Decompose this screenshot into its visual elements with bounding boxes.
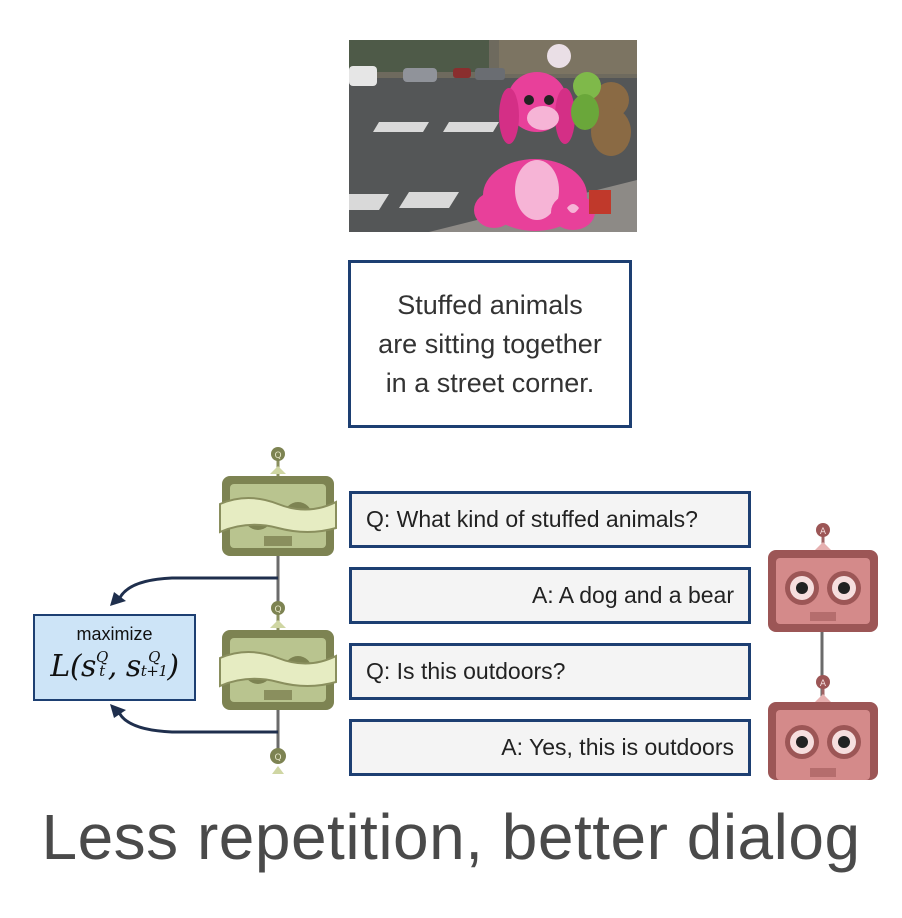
formula-comma: , s <box>107 649 141 684</box>
formula-sub-1: t <box>99 662 105 680</box>
svg-text:Q: Q <box>274 451 281 461</box>
formula-close: ) <box>167 649 179 684</box>
question-bot-badge-lower: Q <box>270 748 286 774</box>
formula-sup-2: Q <box>148 648 160 666</box>
objective-label: maximize <box>76 624 153 644</box>
image-caption-text: Stuffed animals are sitting together in … <box>378 289 602 398</box>
arrow-lower-head <box>110 704 126 718</box>
photo-stuffed-animals <box>349 40 637 232</box>
dialog-text: Q: What kind of stuffed animals? <box>366 506 698 532</box>
dialog-answer-2: A: Yes, this is outdoors <box>349 719 751 776</box>
dialog-text: Q: Is this outdoors? <box>366 658 566 684</box>
svg-text:A: A <box>820 679 827 689</box>
question-bot-icon: Q <box>219 447 337 556</box>
dialog-question-1: Q: What kind of stuffed animals? <box>349 491 751 548</box>
svg-text:A: A <box>820 527 827 537</box>
answer-bot-icon-2: A <box>768 675 878 780</box>
slide-title: Less repetition, better dialog <box>41 801 861 873</box>
image-caption-box: Stuffed animals are sitting together in … <box>348 260 632 428</box>
answer-bot-icon: A <box>768 523 878 632</box>
formula-sup-1: Q <box>95 648 108 666</box>
formula-prefix: L(s <box>50 649 96 684</box>
dialog-question-2: Q: Is this outdoors? <box>349 643 751 700</box>
arrow-upper-head <box>110 592 126 606</box>
svg-text:Q: Q <box>274 753 281 763</box>
svg-text:Q: Q <box>274 605 281 615</box>
formula-sub-2: t+1 <box>140 662 168 680</box>
question-bot-icon-2: Q <box>219 601 337 710</box>
dialog-text: A: A dog and a bear <box>531 582 734 608</box>
dialog-answer-1: A: A dog and a bear <box>349 567 751 624</box>
arrow-lower <box>116 709 278 734</box>
dialog-text: A: Yes, this is outdoors <box>501 734 734 760</box>
